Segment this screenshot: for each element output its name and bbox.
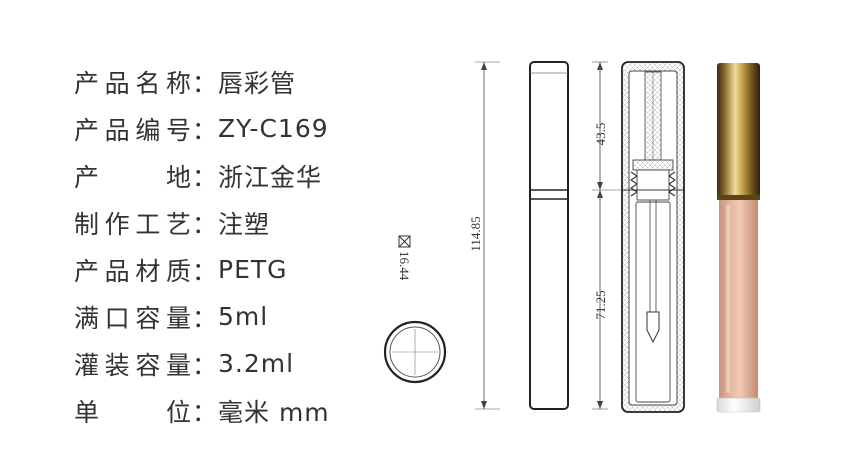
cap-height-label: 43.5	[593, 123, 608, 146]
diameter-symbol-icon	[398, 235, 411, 248]
spec-colon: ：	[192, 397, 219, 427]
spec-colon: ：	[192, 303, 219, 333]
product-photo	[716, 63, 761, 413]
spec-label: 产品材质	[74, 256, 192, 286]
spec-row-code: 产品编号：ZY-C169	[74, 105, 330, 152]
spec-value: 毫米 mm	[218, 397, 330, 427]
cap-body-dimension	[592, 61, 630, 410]
spec-colon: ：	[192, 256, 219, 286]
spec-value: 注塑	[218, 209, 271, 239]
spec-value: ZY-C169	[218, 114, 329, 143]
spec-value: 唇彩管	[218, 68, 297, 98]
top-view	[383, 320, 447, 384]
spec-row-material: 产品材质：PETG	[74, 246, 330, 293]
total-height-dimension	[475, 61, 500, 410]
spec-label: 产品编号	[74, 115, 192, 145]
spec-row-unit: 单位：毫米 mm	[74, 387, 330, 434]
spec-colon: ：	[192, 209, 219, 239]
spec-row-origin: 产地：浙江金华	[74, 152, 330, 199]
spec-list: 产品名称：唇彩管 产品编号：ZY-C169 产地：浙江金华 制作工艺：注塑 产品…	[74, 58, 330, 434]
spec-colon: ：	[192, 115, 219, 145]
spec-row-fill-capacity: 灌装容量：3.2ml	[74, 340, 330, 387]
spec-label: 产地	[74, 162, 192, 192]
spec-row-full-capacity: 满口容量：5ml	[74, 293, 330, 340]
spec-value: PETG	[218, 255, 288, 284]
side-view	[529, 61, 569, 410]
total-height-label: 114.85	[468, 216, 483, 251]
spec-value: 5ml	[218, 302, 269, 331]
spec-label: 制作工艺	[74, 209, 192, 239]
spec-label: 单位	[74, 397, 192, 427]
spec-value: 3.2ml	[218, 349, 295, 378]
body-height-label: 71.25	[593, 290, 608, 319]
spec-row-name: 产品名称：唇彩管	[74, 58, 330, 105]
cross-section-view	[621, 61, 685, 413]
spec-colon: ：	[192, 162, 219, 192]
spec-label: 满口容量	[74, 303, 192, 333]
spec-label: 产品名称	[74, 68, 192, 98]
diameter-label: 16.44	[397, 251, 412, 281]
spec-label: 灌装容量	[74, 350, 192, 380]
spec-colon: ：	[192, 68, 219, 98]
spec-row-process: 制作工艺：注塑	[74, 199, 330, 246]
spec-value: 浙江金华	[218, 162, 323, 192]
spec-colon: ：	[192, 350, 219, 380]
